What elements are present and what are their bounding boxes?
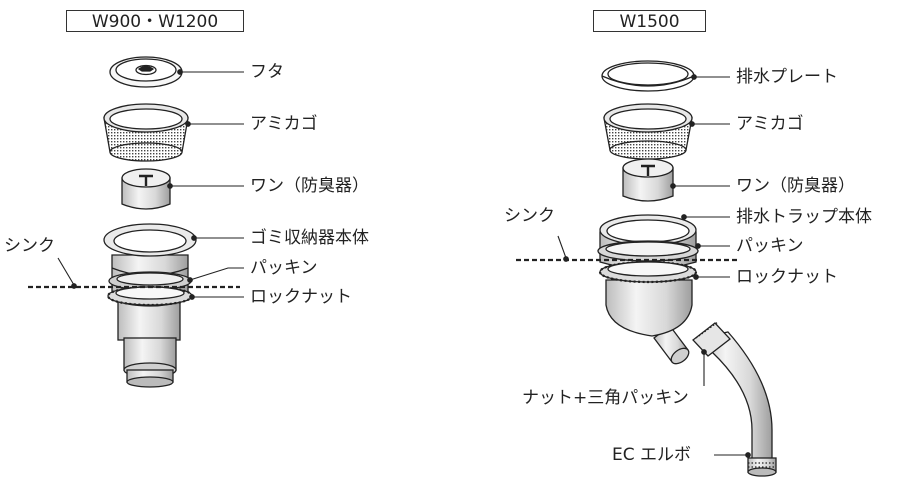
label-trap-bowl: ワン（防臭器）: [250, 176, 369, 196]
label-ec-elbow: EC エルボ: [612, 445, 692, 465]
model-tag-w1500: W1500: [593, 10, 706, 32]
left-basket: [103, 103, 189, 162]
label-sink-right: シンク: [504, 206, 555, 226]
left-locknut: [106, 285, 194, 307]
right-ec-elbow: [692, 321, 777, 477]
left-leaders: [57, 69, 244, 300]
label-drain-plate: 排水プレート: [736, 67, 838, 87]
label-nut-packing: ナット+三角パッキン: [522, 388, 689, 408]
right-packing: [597, 240, 699, 262]
left-trap-bowl: [121, 168, 171, 210]
label-packing: パッキン: [250, 258, 318, 278]
label-lid: フタ: [250, 62, 284, 82]
label-locknut: ロックナット: [250, 287, 352, 307]
label-basket-right: アミカゴ: [736, 114, 804, 134]
label-drain-body: ゴミ収納器本体: [250, 228, 369, 248]
left-lid: [109, 56, 183, 88]
right-trap-bowl: [622, 158, 674, 202]
label-locknut-right: ロックナット: [736, 267, 838, 287]
left-packing: [108, 271, 192, 291]
label-basket: アミカゴ: [250, 114, 318, 134]
label-sink: シンク: [4, 236, 55, 256]
right-basket: [603, 103, 693, 160]
label-trap-bowl-right: ワン（防臭器）: [736, 176, 855, 196]
right-locknut: [598, 260, 698, 284]
right-leaders: [557, 74, 751, 458]
label-trap-body: 排水トラップ本体: [736, 207, 872, 227]
label-packing-right: パッキン: [736, 236, 804, 256]
model-tag-w900-w1200: W900・W1200: [66, 10, 244, 32]
right-drain-plate: [601, 60, 695, 92]
